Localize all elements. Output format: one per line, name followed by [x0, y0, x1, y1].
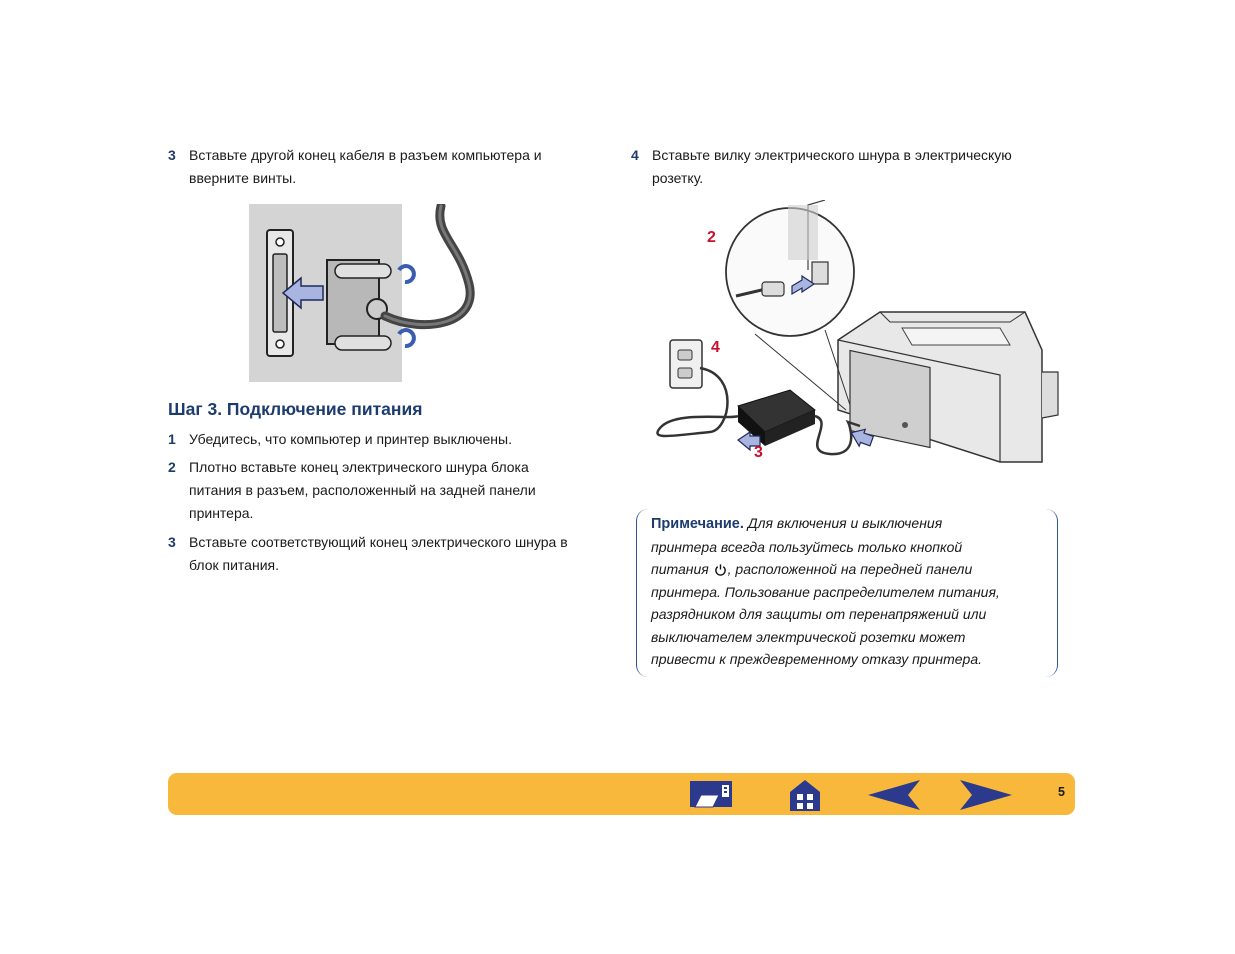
footer-nav-bar	[168, 773, 1075, 815]
step-3-power: 3 Вставьте соответствующий конец электри…	[168, 531, 608, 577]
note-line-text: питания	[651, 561, 709, 577]
power-connection-illustration	[656, 200, 1059, 463]
forward-arrow-icon[interactable]	[958, 779, 1014, 811]
callout-4: 4	[711, 339, 720, 356]
step-text-line: принтера.	[189, 505, 254, 521]
step-number: 3	[168, 534, 176, 550]
note-line-text: , расположенной на передней панели	[727, 561, 973, 577]
section-heading: Шаг 3. Подключение питания	[168, 399, 423, 419]
step-text-line: вверните винты.	[189, 170, 297, 186]
contents-icon[interactable]	[689, 780, 733, 810]
step-text-line: Плотно вставьте конец электрического шну…	[189, 459, 529, 475]
step-number: 1	[168, 431, 176, 447]
note-line-5: разрядником для защиты от перенапряжений…	[651, 606, 987, 622]
step-number: 3	[168, 147, 176, 163]
power-icon	[714, 564, 726, 576]
note-title: Примечание.	[651, 516, 744, 532]
step-number: 4	[631, 147, 639, 163]
step-text-line: блок питания.	[189, 557, 279, 573]
note-line-text: Для включения и выключения	[747, 515, 943, 531]
step-3-cable: 3 Вставьте другой конец кабеля в разъем …	[168, 144, 608, 192]
step-text-line: розетку.	[652, 170, 704, 186]
note-line-7: привести к преждевременному отказу принт…	[651, 651, 983, 667]
step-text-line: Вставьте вилку электрического шнура в эл…	[652, 147, 1012, 163]
step-number: 2	[168, 459, 176, 475]
note-line-4: принтера. Пользование распределителем пи…	[651, 583, 1000, 600]
page-number: 5	[1058, 785, 1065, 799]
note-line-3: питания , расположенной на передней пане…	[651, 558, 1043, 581]
note-box	[636, 509, 1058, 677]
callout-3: 3	[754, 444, 763, 461]
note-text: Примечание. Для включения и выключения п…	[651, 512, 1043, 671]
step-text-line: Убедитесь, что компьютер и принтер выклю…	[189, 431, 512, 447]
parallel-cable-illustration	[249, 204, 475, 382]
note-line-2: принтера всегда пользуйтесь только кнопк…	[651, 538, 963, 555]
home-icon[interactable]	[788, 778, 822, 812]
note-line-6: выключателем электрической розетки может	[651, 628, 966, 645]
step-text-line: Вставьте другой конец кабеля в разъем ко…	[189, 147, 542, 163]
step-2: 2 Плотно вставьте конец электрического ш…	[168, 456, 608, 525]
callout-2: 2	[707, 229, 716, 246]
step-1: 1 Убедитесь, что компьютер и принтер вык…	[168, 428, 608, 451]
note-line-1: Примечание. Для включения и выключения	[651, 512, 1043, 536]
back-arrow-icon[interactable]	[866, 779, 922, 811]
step-text-line: Вставьте соответствующий конец электриче…	[189, 534, 568, 550]
step-text-line: питания в разъем, расположенный на задне…	[189, 482, 536, 498]
step-4: 4 Вставьте вилку электрического шнура в …	[631, 144, 1071, 192]
